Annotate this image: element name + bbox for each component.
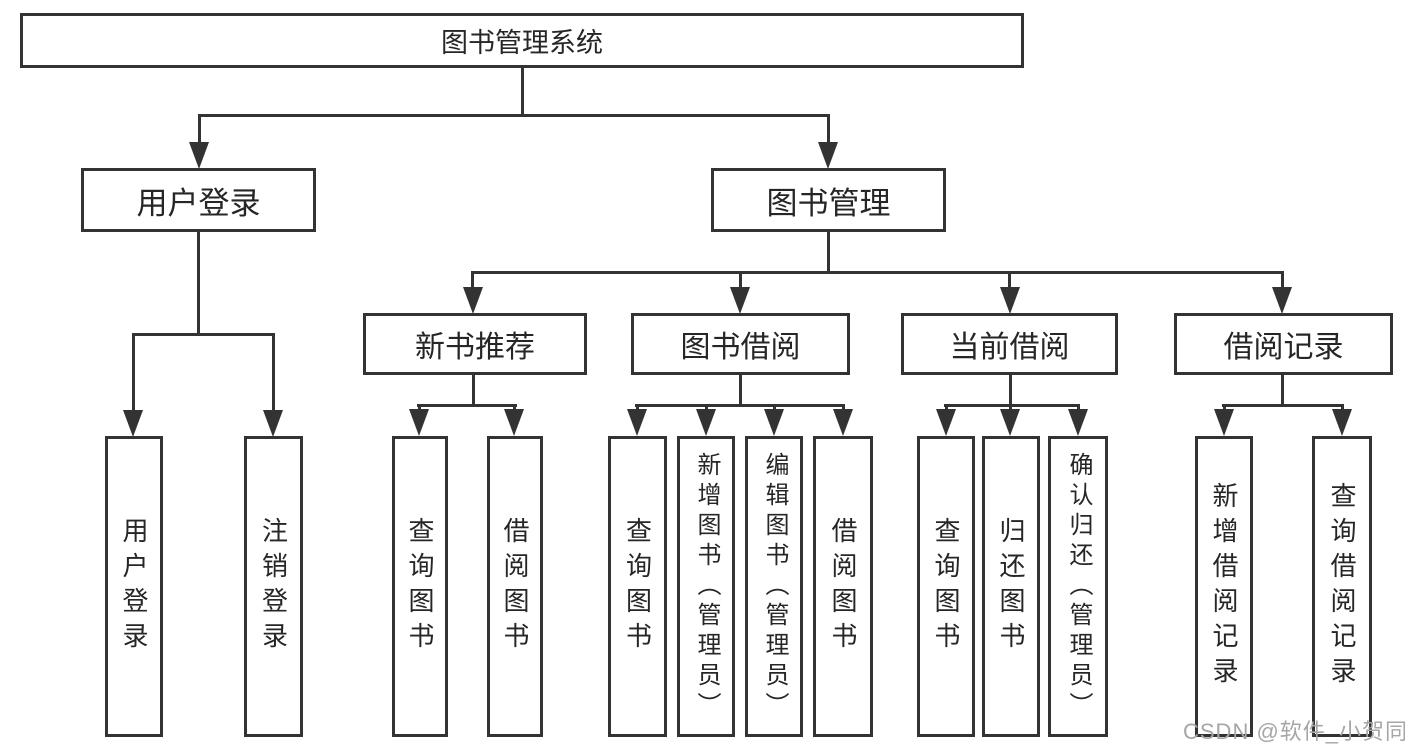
leaf-add-borrow-record: 新增借阅记录: [1195, 436, 1253, 737]
connector-drop-borrow-query: [636, 404, 639, 412]
connector-root-branch: [198, 114, 830, 117]
arrow-to-new-book-recommend-icon: [463, 287, 483, 314]
leaf-borrow-books-label: 借阅图书: [828, 516, 858, 657]
leaf-current-query-books: 查询图书: [917, 436, 975, 737]
leaf-confirm-return-admin-label: 确认归还（管理员）: [1065, 451, 1092, 722]
arrow-to-borrow-query-icon: [627, 409, 647, 436]
connector-book-management-branch: [471, 271, 1284, 274]
leaf-user-login: 用户登录: [105, 436, 163, 737]
node-current-borrow: 当前借阅: [901, 313, 1118, 375]
csdn-watermark: CSDN @软件_小贺同学: [1183, 719, 1405, 744]
leaf-logout: 注销登录: [244, 436, 303, 737]
connector-drop-leaf-user-login: [132, 333, 135, 412]
arrow-to-query-record-icon: [1332, 409, 1352, 436]
leaf-add-borrow-record-label: 新增借阅记录: [1209, 481, 1239, 692]
leaf-recommend-borrow-books: 借阅图书: [487, 436, 543, 737]
connector-book-borrow-branch: [635, 404, 845, 407]
connector-drop-add-books: [705, 404, 708, 412]
arrow-to-edit-books-icon: [764, 409, 784, 436]
arrow-to-user-login-icon: [189, 142, 209, 169]
connector-drop-borrow-records: [1281, 271, 1284, 289]
arrow-to-add-books-icon: [696, 409, 716, 436]
connector-drop-borrow-books: [842, 404, 845, 412]
leaf-recommend-query-books: 查询图书: [392, 436, 448, 737]
leaf-recommend-borrow-books-label: 借阅图书: [500, 516, 530, 657]
node-book-borrow: 图书借阅: [631, 313, 850, 375]
node-user-login: 用户登录: [81, 168, 316, 232]
leaf-edit-books-admin-label: 编辑图书（管理员）: [761, 451, 788, 722]
connector-drop-leaf-logout: [272, 333, 275, 412]
leaf-edit-books-admin: 编辑图书（管理员）: [745, 436, 803, 737]
leaf-query-borrow-record-label: 查询借阅记录: [1327, 481, 1357, 692]
connector-borrow-records-branch: [1222, 404, 1344, 407]
arrow-to-leaf-user-login-icon: [123, 410, 143, 437]
arrow-to-recommend-borrow-icon: [504, 409, 524, 436]
connector-current-borrow-branch: [944, 404, 1080, 407]
connector-drop-user-login: [198, 114, 201, 144]
leaf-borrow-query-books-label: 查询图书: [622, 516, 653, 657]
arrow-to-borrow-books-icon: [833, 409, 853, 436]
connector-drop-current-query: [945, 404, 948, 412]
arrow-to-add-record-icon: [1214, 409, 1234, 436]
node-library-management-system: 图书管理系统: [20, 13, 1024, 68]
connector-borrow-records-trunk: [1281, 375, 1284, 406]
leaf-current-query-books-label: 查询图书: [931, 516, 961, 657]
leaf-borrow-query-books: 查询图书: [608, 436, 667, 737]
leaf-confirm-return-admin: 确认归还（管理员）: [1048, 436, 1108, 737]
arrow-to-recommend-query-icon: [409, 409, 429, 436]
leaf-borrow-books: 借阅图书: [813, 436, 873, 737]
connector-drop-return-books: [1009, 404, 1012, 412]
connector-drop-recommend-borrow: [513, 404, 516, 412]
leaf-logout-label: 注销登录: [258, 516, 289, 657]
arrow-to-borrow-records-icon: [1272, 287, 1292, 314]
leaf-return-books: 归还图书: [982, 436, 1040, 737]
connector-drop-edit-books: [773, 404, 776, 412]
connector-user-login-trunk: [197, 232, 200, 336]
node-borrow-records: 借阅记录: [1174, 313, 1393, 375]
connector-drop-current-borrow: [1008, 271, 1011, 289]
leaf-query-borrow-record: 查询借阅记录: [1312, 436, 1372, 737]
connector-drop-recommend-query: [418, 404, 421, 412]
leaf-return-books-label: 归还图书: [996, 516, 1026, 657]
connector-root-trunk: [521, 68, 524, 115]
connector-drop-query-record: [1341, 404, 1344, 412]
connector-drop-book-borrow: [739, 271, 742, 289]
arrow-to-confirm-return-icon: [1068, 409, 1088, 436]
arrow-to-return-books-icon: [1000, 409, 1020, 436]
connector-drop-confirm-return: [1077, 404, 1080, 412]
connector-current-borrow-trunk: [1009, 375, 1012, 406]
leaf-add-books-admin: 新增图书（管理员）: [677, 436, 735, 737]
connector-new-book-trunk: [472, 375, 475, 406]
connector-drop-new-book-recommend: [471, 271, 474, 289]
arrow-to-current-query-icon: [936, 409, 956, 436]
connector-user-login-branch: [132, 333, 275, 336]
arrow-to-current-borrow-icon: [1000, 287, 1020, 314]
connector-drop-add-record: [1223, 404, 1226, 412]
leaf-recommend-query-books-label: 查询图书: [405, 516, 435, 657]
leaf-add-books-admin-label: 新增图书（管理员）: [693, 451, 720, 722]
arrow-to-leaf-logout-icon: [263, 410, 283, 437]
arrow-to-book-management-icon: [818, 142, 838, 169]
node-book-management: 图书管理: [711, 168, 946, 232]
connector-drop-book-management: [827, 114, 830, 144]
leaf-user-login-label: 用户登录: [119, 516, 149, 657]
arrow-to-book-borrow-icon: [730, 287, 750, 314]
connector-book-management-trunk: [827, 232, 830, 274]
connector-book-borrow-trunk: [739, 375, 742, 406]
connector-new-book-branch: [417, 404, 517, 407]
node-new-book-recommend: 新书推荐: [363, 313, 587, 375]
